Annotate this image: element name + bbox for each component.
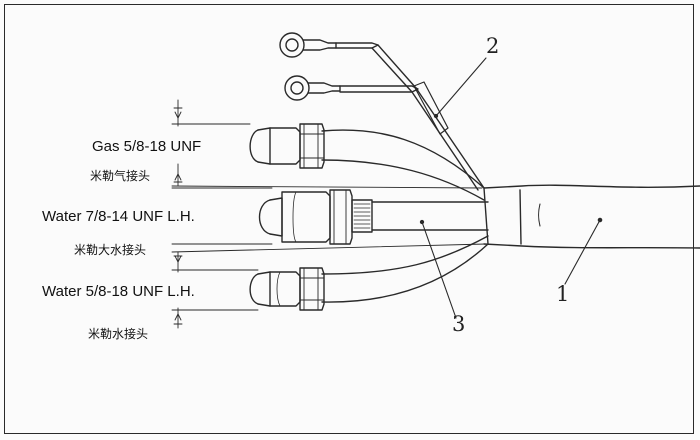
gas-fitting-label-cn: 米勒气接头: [90, 169, 151, 183]
gas-hose: [321, 129, 485, 201]
water-big-fitting-label: Water 7/8-14 UNF L.H.: [42, 208, 195, 225]
main-cable: [483, 184, 700, 249]
callout-3: 3: [452, 312, 466, 336]
water-small-fitting-label: Water 5/8-18 UNF L.H.: [42, 283, 195, 300]
water-big-fitting-label-cn: 米勒大水接头: [74, 243, 147, 257]
ring-terminals: [279, 32, 485, 191]
callout-1: 1: [556, 282, 570, 306]
callout-2: 2: [486, 34, 500, 58]
callout-leaders: [419, 57, 601, 319]
gas-fitting: [249, 123, 325, 169]
dimension-lines: [171, 99, 487, 329]
water-big-fitting: [258, 189, 373, 245]
water-small-fitting-label-cn: 米勒水接头: [88, 327, 149, 341]
water-small-fitting: [249, 267, 325, 311]
diagram-frame: [4, 4, 694, 434]
gas-fitting-label: Gas 5/8-18 UNF: [92, 138, 202, 155]
water-hose-big: [371, 201, 489, 231]
